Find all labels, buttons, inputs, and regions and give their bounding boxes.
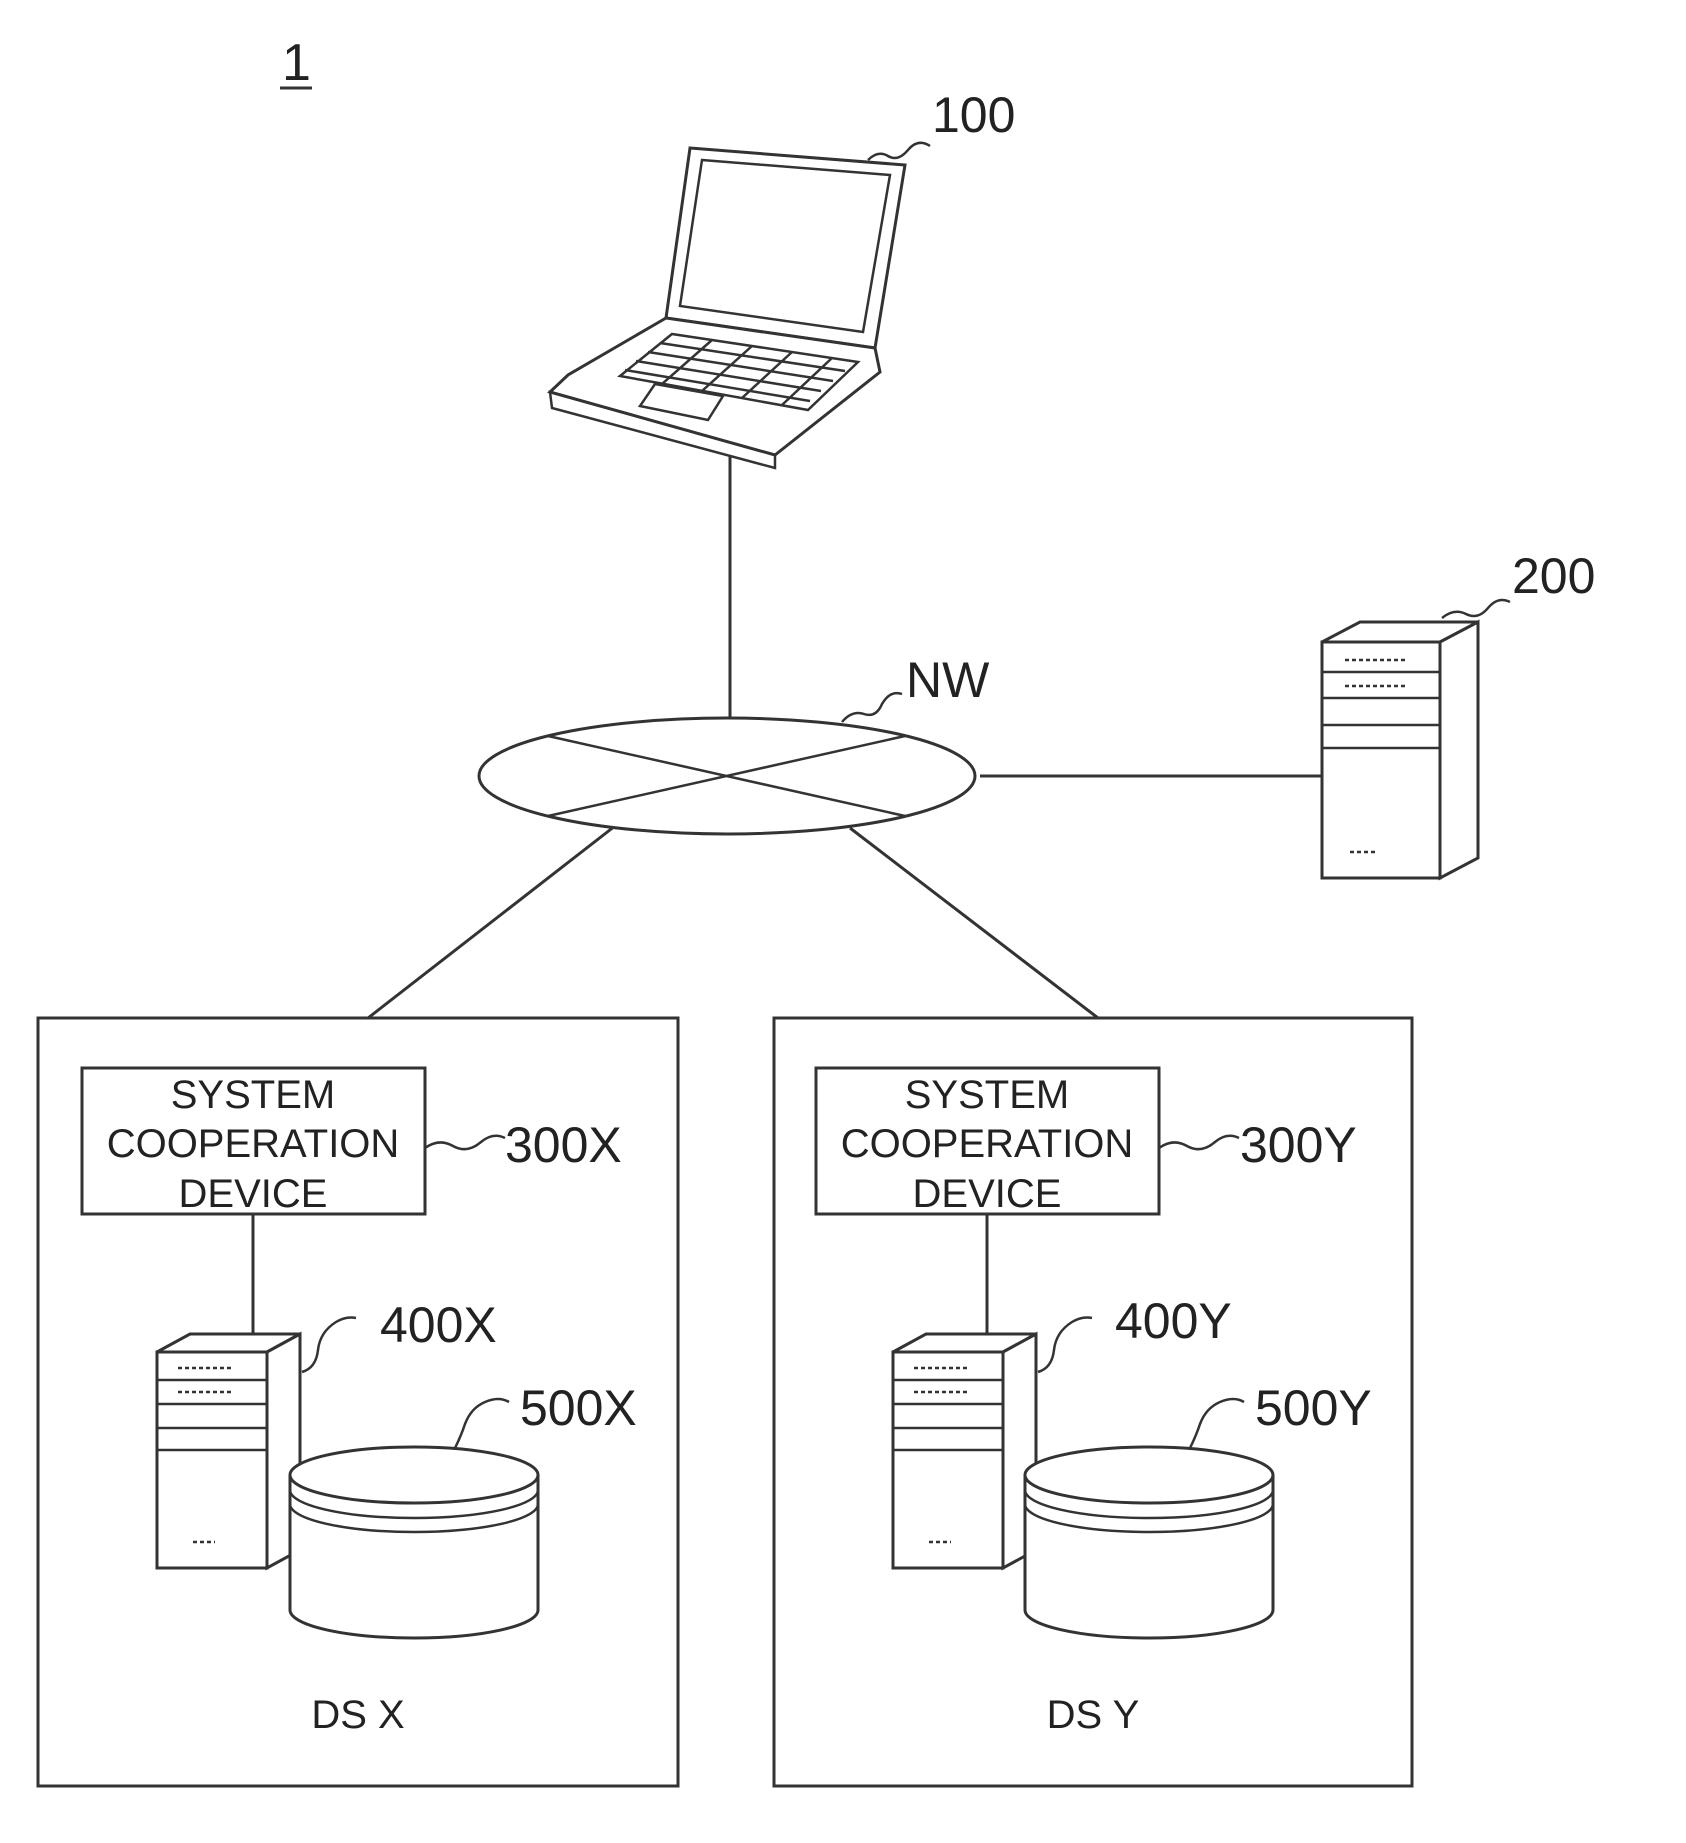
link-network-site-x	[368, 826, 615, 1018]
server-tower-icon	[1322, 600, 1510, 878]
network-ref: NW	[906, 652, 990, 708]
site-x-name: DS X	[311, 1693, 404, 1737]
storage-cylinder-y-icon	[1025, 1399, 1273, 1638]
site-x-panel: SYSTEM COOPERATION DEVICE 300X 400X	[38, 1018, 678, 1786]
site-y-panel: SYSTEM COOPERATION DEVICE 300Y 400Y	[774, 1018, 1412, 1786]
coop-device-x-line2: COOPERATION	[107, 1122, 400, 1166]
network-cloud-icon	[479, 693, 975, 834]
laptop-ref: 100	[932, 87, 1015, 143]
coop-device-y-line1: SYSTEM	[905, 1073, 1069, 1117]
coop-device-y-ref: 300Y	[1240, 1117, 1357, 1173]
server-x-ref: 400X	[380, 1297, 497, 1353]
server-y-ref: 400Y	[1115, 1293, 1232, 1349]
coop-device-y-line2: COOPERATION	[841, 1122, 1134, 1166]
link-network-site-y	[850, 828, 1098, 1018]
storage-cylinder-x-icon	[290, 1399, 538, 1638]
coop-device-y-line3: DEVICE	[913, 1172, 1062, 1216]
coop-device-x-line1: SYSTEM	[171, 1073, 335, 1117]
figure-number: 1	[280, 34, 312, 92]
figure-number-text: 1	[282, 34, 311, 92]
storage-y-ref: 500Y	[1255, 1380, 1372, 1436]
site-y-name: DS Y	[1047, 1693, 1140, 1737]
laptop-icon	[550, 143, 930, 468]
coop-device-x-ref: 300X	[505, 1117, 622, 1173]
server-main-ref: 200	[1512, 548, 1595, 604]
storage-x-ref: 500X	[520, 1380, 637, 1436]
coop-device-x-line3: DEVICE	[179, 1172, 328, 1216]
